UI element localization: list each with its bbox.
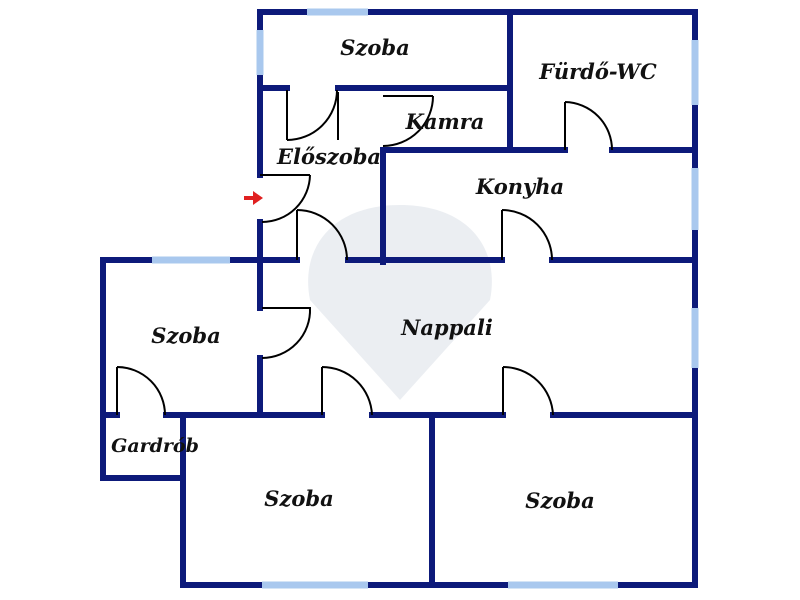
room-label-szoba-bottom-right: Szoba	[525, 488, 594, 513]
room-label-szoba-left: Szoba	[151, 323, 220, 348]
door	[296, 209, 348, 261]
door	[116, 366, 166, 416]
room-label-kamra: Kamra	[405, 109, 485, 134]
door	[564, 101, 613, 151]
door	[261, 307, 312, 360]
door	[321, 365, 373, 416]
room-label-szoba-bottom-left: Szoba	[264, 486, 333, 511]
entrance-door	[260, 174, 311, 223]
walls	[100, 9, 698, 588]
doors	[116, 89, 613, 416]
logo-watermark-icon	[308, 205, 492, 400]
door	[382, 95, 434, 147]
room-label-eloszoba: Előszoba	[276, 144, 381, 169]
entrance-arrow-icon	[244, 191, 263, 205]
room-label-gardrob: Gardrób	[111, 435, 199, 457]
windows	[152, 8, 699, 589]
door	[286, 89, 338, 141]
room-label-szoba-top: Szoba	[340, 35, 409, 60]
room-label-nappali: Nappali	[400, 315, 493, 340]
door	[501, 209, 553, 261]
room-label-konyha: Konyha	[475, 174, 564, 199]
door	[502, 365, 554, 416]
room-label-furdo-wc: Fürdő-WC	[538, 59, 657, 84]
